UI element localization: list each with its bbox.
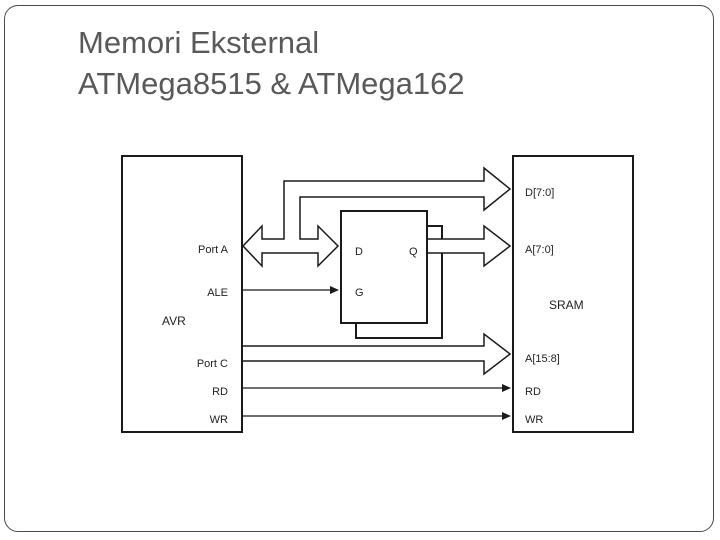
title-line-1: Memori Eksternal (78, 25, 320, 60)
pin-addr-low: A[7:0] (525, 244, 554, 256)
pin-port-c: Port C (197, 358, 228, 370)
sram-block (512, 155, 634, 433)
latch-block (340, 210, 428, 324)
sram-label: SRAM (549, 298, 584, 312)
arrow-wr (502, 412, 511, 420)
pin-data: D[7:0] (525, 187, 554, 199)
title-line-2: ATMega8515 & ATMega162 (78, 66, 465, 101)
bus-portc-to-addr-high (243, 332, 512, 376)
pin-ale: ALE (207, 287, 228, 299)
avr-label: AVR (162, 314, 186, 328)
bus-latch-q-to-addr-low (428, 224, 512, 268)
pin-wr-sram: WR (525, 414, 543, 426)
latch-g-label: G (355, 287, 364, 299)
slide-title: Memori Eksternal ATMega8515 & ATMega162 (78, 22, 465, 104)
avr-block (121, 155, 243, 433)
pin-rd-sram: RD (525, 386, 541, 398)
pin-port-a: Port A (198, 244, 229, 256)
arrow-rd (502, 384, 511, 392)
latch-d-label: D (355, 246, 363, 258)
arrow-ale (330, 286, 339, 294)
pin-rd-avr: RD (212, 386, 228, 398)
pin-addr-high: A[15:8] (525, 353, 560, 365)
pin-wr-avr: WR (210, 414, 228, 426)
bus-porta-data (241, 166, 512, 268)
latch-q-label: Q (409, 246, 418, 258)
